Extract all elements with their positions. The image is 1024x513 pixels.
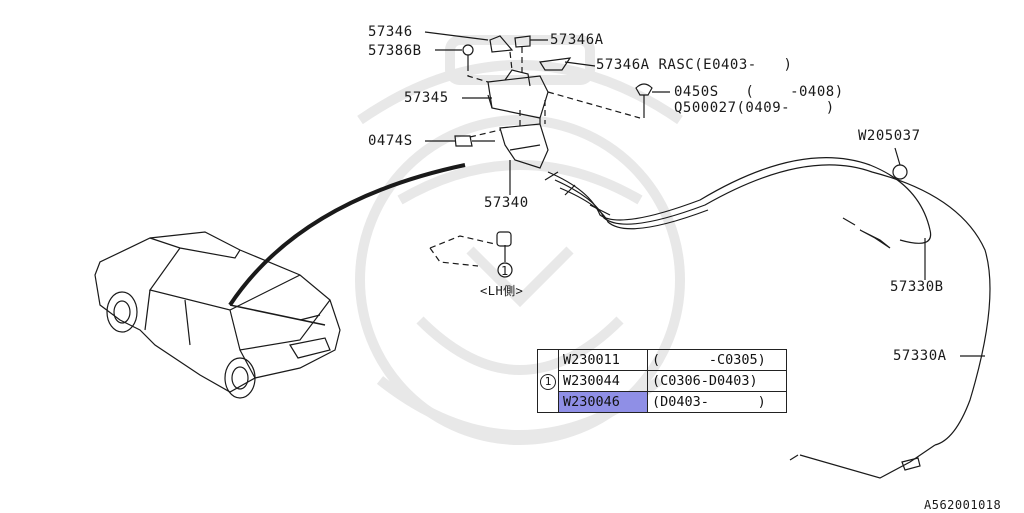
part-number-cell[interactable]: W230011: [558, 349, 648, 371]
table-row: W230044 (C0306-D0403): [538, 370, 787, 392]
table-row: 1 W230011 ( -C0305): [537, 349, 787, 413]
date-range-cell: (C0306-D0403): [647, 370, 787, 392]
label-lh-side: <LH側>: [480, 284, 524, 298]
label-57346A-rasc: 57346A RASC(E0403- ): [596, 57, 793, 73]
release-cables: [544, 157, 991, 479]
date-range-cell: ( -C0305): [647, 349, 787, 371]
ref-circle: 1: [540, 373, 556, 390]
part-number-cell-selected[interactable]: W230046: [558, 391, 648, 413]
label-57340: 57340: [484, 195, 529, 211]
label-0474S: 0474S: [368, 133, 413, 149]
part-number-cell[interactable]: W230044: [558, 370, 648, 392]
label-ref-1: 1: [501, 264, 509, 278]
label-57386B: 57386B: [368, 43, 422, 59]
label-57345: 57345: [404, 90, 449, 106]
diagram-id: A562001018: [924, 498, 1002, 512]
label-57330A: 57330A: [893, 348, 947, 364]
table-row: W230046 (D0403- ): [538, 391, 787, 413]
lh-clip: [496, 231, 512, 247]
parts-variant-table: 1 W230011 ( -C0305) W230044 (C0306-D0403…: [537, 349, 787, 413]
bracket-assembly: [454, 35, 908, 180]
guide-lines: [429, 47, 641, 267]
label-57330B: 57330B: [890, 279, 944, 295]
table-ref-cell: 1: [537, 349, 559, 413]
leader-line: [228, 163, 466, 307]
label-57346: 57346: [368, 24, 413, 40]
label-W205037: W205037: [858, 128, 921, 144]
label-57346A: 57346A: [550, 32, 604, 48]
callout-lines: [424, 31, 985, 357]
label-Q500027: Q500027(0409- ): [674, 100, 835, 116]
callout-circle: [497, 262, 513, 278]
date-range-cell: (D0403- ): [647, 391, 787, 413]
label-0450S: 0450S ( -0408): [674, 84, 844, 100]
car-illustration: [94, 231, 341, 399]
